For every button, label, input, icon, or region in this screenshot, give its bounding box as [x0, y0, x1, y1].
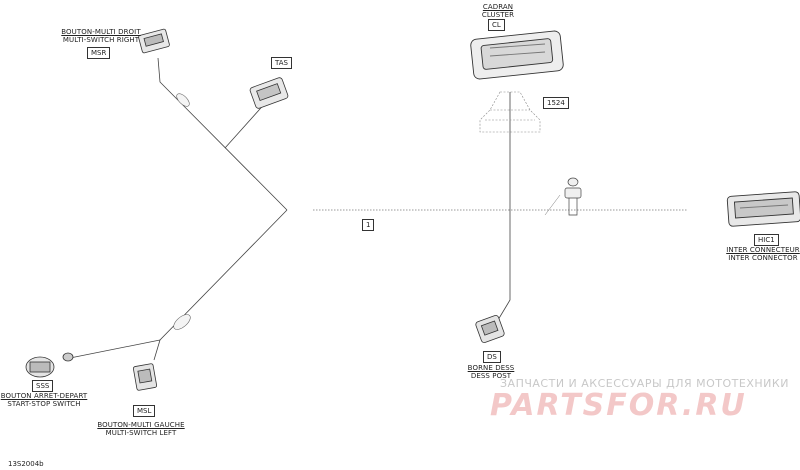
- msr-label-en: MULTI-SWITCH RIGHT: [62, 36, 140, 44]
- sss-label-fr: BOUTON ARRET-DEPART: [0, 392, 88, 400]
- trunk-component-drawing: [564, 177, 582, 216]
- cluster-drawing: [470, 30, 564, 80]
- msr-tag: MSR: [87, 47, 111, 59]
- hic1-label-fr: INTER CONNECTEUR: [726, 246, 800, 254]
- msl-label-fr: BOUTON-MULTI GAUCHE: [97, 421, 185, 429]
- tas-tag: TAS: [271, 57, 292, 69]
- cl-label-en: CLUSTER: [481, 11, 515, 19]
- sss-label-en: START-STOP SWITCH: [7, 400, 81, 408]
- cl-label-fr: CADRAN: [482, 3, 514, 11]
- msl-connector-drawing: [132, 363, 158, 391]
- msl-label-en: MULTI-SWITCH LEFT: [105, 429, 177, 437]
- splice-1-tag: 1: [362, 219, 375, 231]
- msl-tag: MSL: [133, 405, 156, 417]
- part-1524-tag: 1524: [543, 97, 569, 109]
- msl-label: BOUTON-MULTI GAUCHE MULTI-SWITCH LEFT: [97, 421, 184, 437]
- sss-connector-drawing: [25, 352, 74, 378]
- hic1-tag: HIC1: [754, 234, 779, 246]
- cluster-boot-drawing: [479, 91, 541, 133]
- hic1-label-en: INTER CONNECTOR: [728, 254, 798, 262]
- hic1-connector-drawing: [726, 191, 800, 227]
- tas-connector-drawing: [249, 77, 289, 109]
- sss-tag: SSS: [32, 380, 54, 392]
- ds-tag: DS: [483, 351, 501, 363]
- ds-label-fr: BORNE DESS: [467, 364, 515, 372]
- ds-label: BORNE DESS DESS POST: [468, 364, 515, 380]
- watermark-logo: PARTSFOR.RU: [490, 388, 747, 423]
- wire-msl: [153, 209, 288, 361]
- drawing-code: 13S2004b: [8, 460, 44, 468]
- msr-label: BOUTON-MULTI DROIT MULTI-SWITCH RIGHT: [61, 28, 140, 44]
- cl-tag: CL: [488, 19, 505, 31]
- sss-label: BOUTON ARRET-DEPART START-STOP SWITCH: [1, 392, 88, 408]
- wire-cl-ds: [491, 92, 511, 331]
- ds-connector-drawing: [475, 315, 505, 343]
- cl-label: CADRAN CLUSTER: [482, 3, 514, 19]
- watermark-text: ЗАПЧАСТИ И АКСЕССУАРЫ ДЛЯ МОТОТЕХНИКИ: [500, 377, 789, 390]
- ds-label-en: DESS POST: [470, 372, 512, 380]
- wire-msr: [157, 57, 288, 211]
- hic1-label: INTER CONNECTEUR INTER CONNECTOR: [726, 246, 800, 262]
- wire-sss: [69, 339, 161, 359]
- msr-connector-drawing: [138, 28, 170, 54]
- msr-label-fr: BOUTON-MULTI DROIT: [61, 28, 141, 36]
